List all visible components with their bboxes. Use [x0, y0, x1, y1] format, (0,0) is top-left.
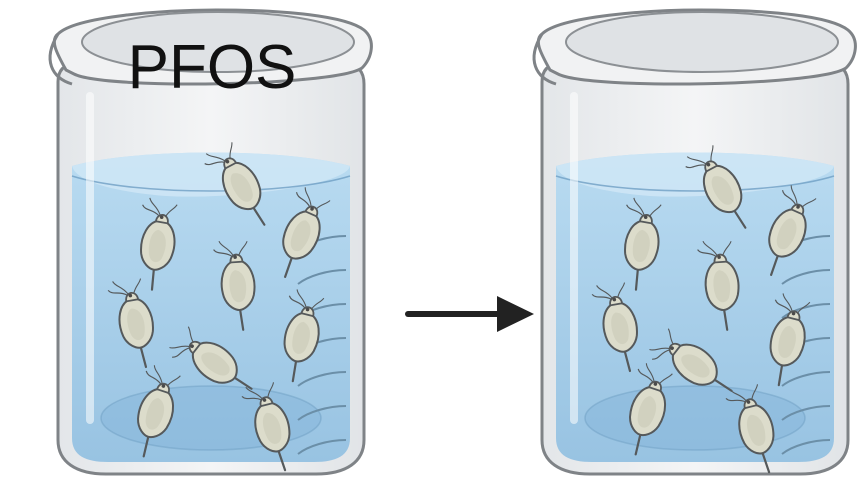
- pfos-label: PFOS: [128, 33, 297, 102]
- right-beaker: [534, 10, 855, 478]
- right-arrow-icon: [408, 296, 534, 332]
- left-beaker: PFOS: [50, 10, 371, 476]
